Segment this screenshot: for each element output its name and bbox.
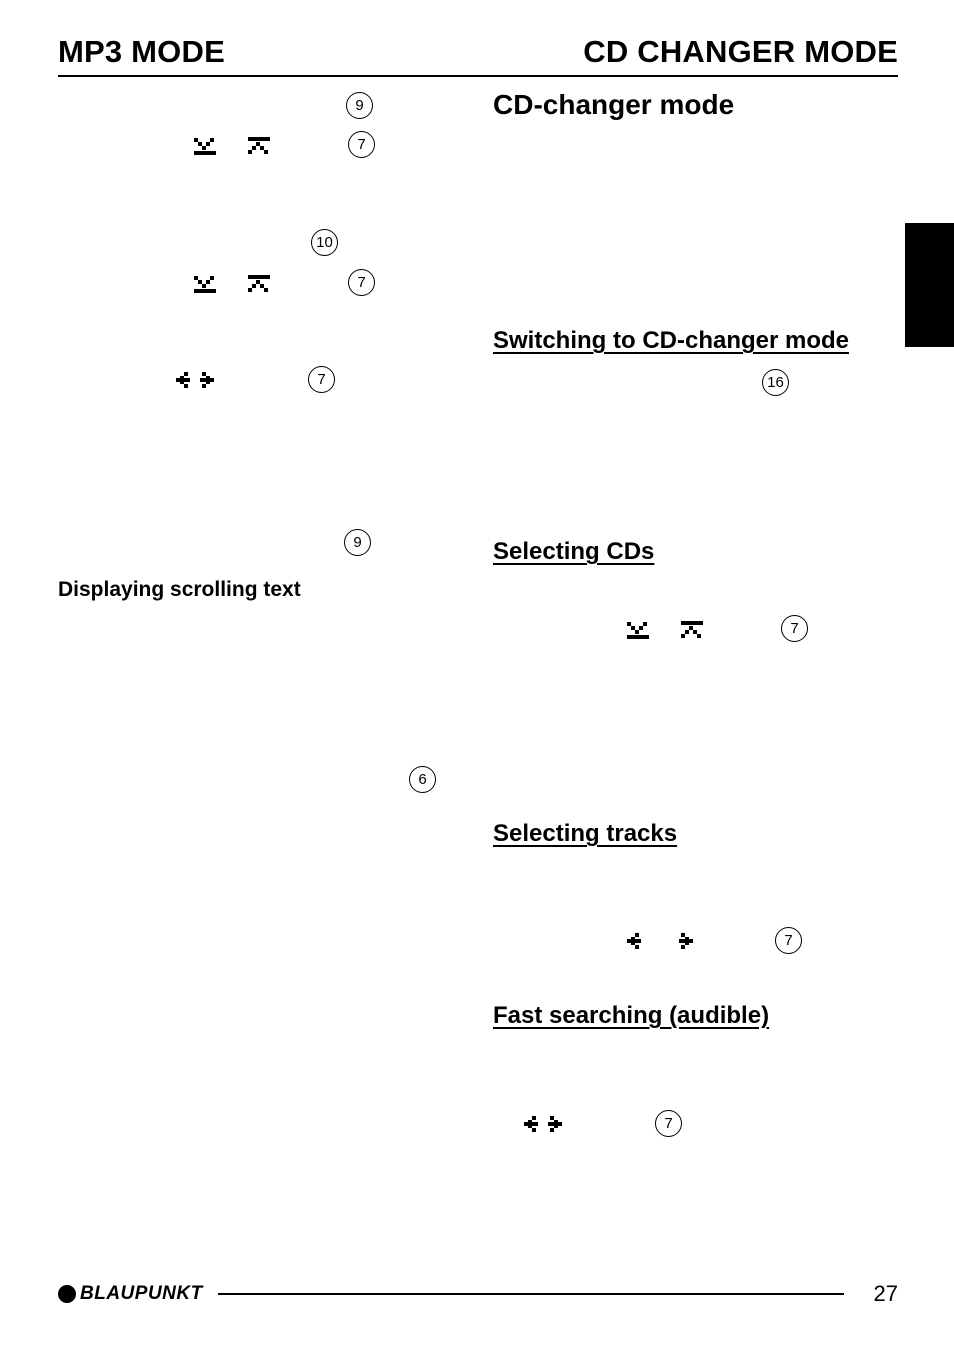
callout-7: 7 xyxy=(655,1110,682,1137)
callout-7: 7 xyxy=(308,366,335,393)
callout-7: 7 xyxy=(348,131,375,158)
language-tab xyxy=(905,223,954,347)
left-header-title: MP3 MODE xyxy=(58,34,225,69)
right-header-title: CD CHANGER MODE xyxy=(583,34,898,69)
callout-9: 9 xyxy=(344,529,371,556)
blaupunkt-logo: BLAUPUNKT xyxy=(58,1282,203,1306)
left-right-arrow-icons xyxy=(176,369,220,391)
cd-changer-mode-title: CD-changer mode xyxy=(493,89,735,120)
fast-searching-heading: Fast searching (audible) xyxy=(493,1002,770,1029)
logo-dot-icon xyxy=(58,1285,76,1303)
callout-16: 16 xyxy=(762,369,789,396)
selecting-tracks-heading: Selecting tracks xyxy=(493,820,678,847)
callout-6: 6 xyxy=(409,766,436,793)
left-right-arrow-icons xyxy=(524,1113,568,1135)
callout-9: 9 xyxy=(346,92,373,119)
brand-name: BLAUPUNKT xyxy=(80,1283,203,1304)
selecting-cds-heading: Selecting CDs xyxy=(493,538,655,565)
scrolling-text-heading: Displaying scrolling text xyxy=(58,578,301,601)
down-up-arrow-icons xyxy=(627,619,707,641)
header-divider xyxy=(58,75,898,77)
callout-7: 7 xyxy=(781,615,808,642)
callout-7: 7 xyxy=(348,269,375,296)
down-up-arrow-icons xyxy=(194,273,274,295)
down-up-arrow-icons xyxy=(194,135,274,157)
footer-divider xyxy=(218,1293,844,1295)
left-right-arrow-icons xyxy=(627,930,699,952)
callout-7: 7 xyxy=(775,927,802,954)
switching-heading: Switching to CD-changer mode xyxy=(493,327,850,354)
callout-10: 10 xyxy=(311,229,338,256)
page-number: 27 xyxy=(873,1281,898,1306)
